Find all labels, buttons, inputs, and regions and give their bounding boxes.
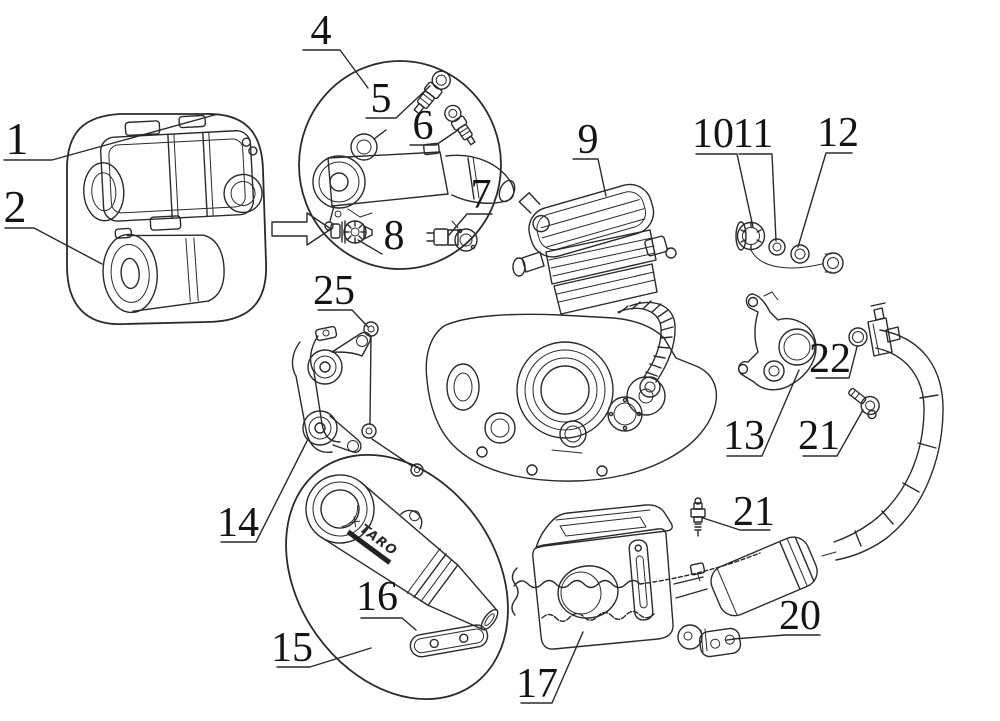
label-9: 9 [578, 117, 599, 163]
sensor-8 [330, 220, 373, 244]
label-15: 15 [271, 625, 313, 671]
label-10: 10 [692, 111, 734, 157]
washers-25 [361, 321, 424, 477]
label-22: 22 [809, 336, 851, 382]
exhaust-header-pipe [833, 302, 944, 561]
label-8: 8 [384, 213, 405, 259]
label-2: 2 [4, 181, 27, 232]
label-7: 7 [471, 172, 492, 218]
mount-hardware-10-11-12 [735, 221, 844, 274]
hanger-bracket-20 [677, 624, 742, 658]
highlight-arrow-icon [271, 212, 332, 246]
label-1: 1 [6, 113, 29, 164]
label-13: 13 [723, 413, 765, 459]
spark-plug-21 [690, 497, 706, 537]
fuel-injector-5 [413, 70, 451, 115]
label-14: 14 [217, 500, 259, 546]
label-4: 4 [311, 8, 332, 54]
label-5: 5 [371, 76, 392, 122]
gasket-ring-22 [848, 327, 868, 347]
muffler-15: TARO [305, 474, 499, 631]
label-21-spark-plug: 21 [733, 489, 775, 535]
label-6: 6 [413, 103, 434, 149]
sensor-bolt-21 [848, 387, 880, 420]
engine [425, 183, 718, 482]
safety-wire [511, 552, 761, 622]
muffler-group-outline [285, 453, 509, 701]
label-11: 11 [733, 111, 773, 157]
fuel-injector-6 [444, 104, 476, 146]
throttle-group-outline [298, 60, 502, 270]
silencer-box-17 [511, 504, 761, 650]
label-16: 16 [356, 574, 398, 620]
air-filter-element [102, 227, 225, 314]
sensor-7 [426, 220, 478, 252]
label-20: 20 [779, 593, 821, 639]
labels: 1 2 4 5 6 7 8 9 10 11 12 13 14 15 16 17 [3, 8, 864, 707]
throttle-body-assembly [312, 129, 516, 231]
engine-mount-bracket-14 [291, 325, 372, 453]
muffler-bracket-16 [409, 624, 489, 658]
catalytic-converter [673, 536, 837, 617]
exhaust-bracket-13 [737, 291, 817, 391]
airbox-group-outline [66, 113, 267, 325]
air-filter-box [83, 114, 263, 231]
label-25: 25 [313, 268, 355, 314]
label-17: 17 [516, 661, 558, 707]
label-21-bolt: 21 [798, 413, 840, 459]
label-12: 12 [817, 110, 859, 156]
